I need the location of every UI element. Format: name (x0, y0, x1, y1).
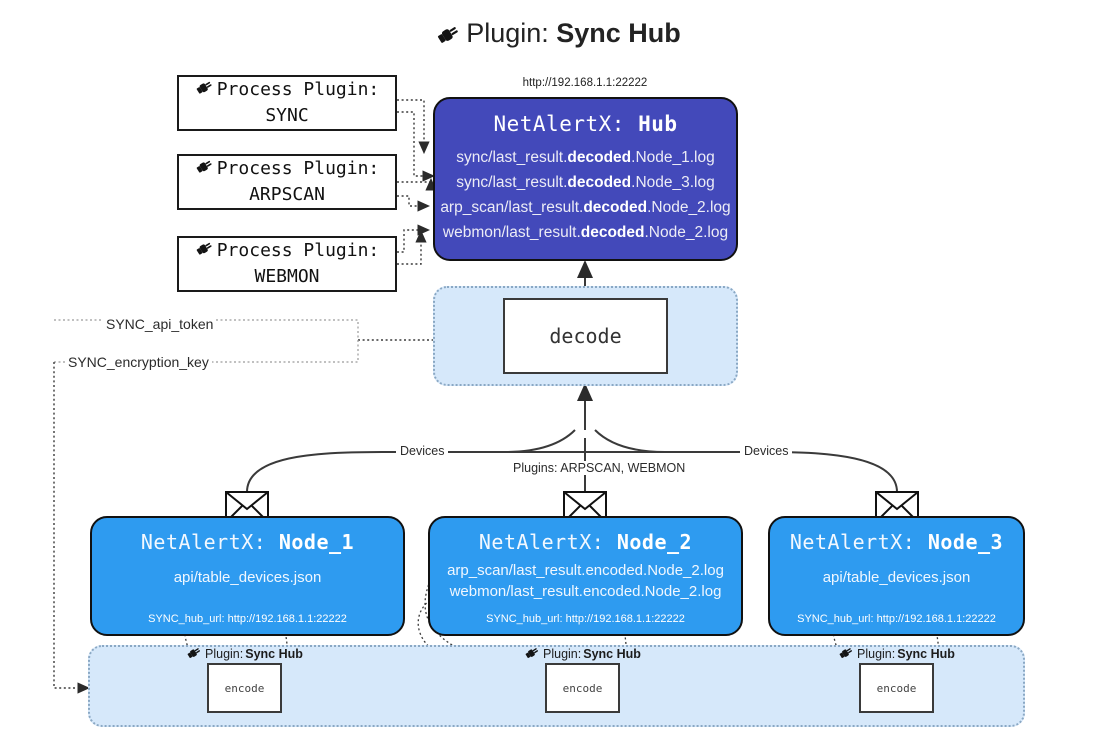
node-1-line-1: api/table_devices.json (173, 569, 322, 586)
plug-icon (186, 645, 203, 663)
process-plugin-name: ARPSCAN (249, 183, 325, 205)
hub-node[interactable]: NetAlertX: Hub sync/last_result.decoded.… (433, 97, 738, 261)
process-plugin-label: Process Plugin: (216, 240, 380, 262)
encode-box-1[interactable]: encode (207, 663, 282, 713)
plug-icon (195, 157, 215, 183)
plugins-center-label: Plugins: ARPSCAN, WEBMON (509, 461, 690, 475)
plug-icon (436, 22, 462, 53)
hub-title-prefix: NetAlertX: (493, 112, 639, 136)
plug-icon (195, 239, 215, 265)
sync-encryption-key-label: SYNC_encryption_key (65, 354, 212, 370)
sync-api-token-label: SYNC_api_token (103, 316, 217, 332)
node-1-footer: SYNC_hub_url: http://192.168.1.1:22222 (148, 613, 347, 625)
hub-title: NetAlertX: Hub (493, 112, 677, 136)
encoder-3-caption: Plugin: Sync Hub (838, 645, 955, 663)
encode-label: encode (562, 681, 603, 695)
encoder-1-caption: Plugin: Sync Hub (186, 645, 303, 663)
hub-log-2: sync/last_result.decoded.Node_3.log (456, 174, 715, 192)
node-1-title: NetAlertX: Node_1 (140, 530, 355, 554)
process-plugin-name: WEBMON (254, 265, 320, 287)
encode-box-2[interactable]: encode (545, 663, 620, 713)
decode-box[interactable]: decode (503, 298, 668, 374)
process-plugin-webmon[interactable]: Process Plugin: WEBMON (177, 236, 397, 292)
process-plugin-label: Process Plugin: (216, 79, 380, 101)
devices-left-label: Devices (396, 444, 449, 458)
hub-url-label: http://192.168.1.1:22222 (522, 77, 648, 89)
process-plugin-label: Process Plugin: (216, 158, 380, 180)
devices-right-label: Devices (740, 444, 793, 458)
node-2-title: NetAlertX: Node_2 (478, 530, 693, 554)
node-2-line-2: webmon/last_result.encoded.Node_2.log (449, 583, 722, 600)
page-title-prefix: Plugin: (466, 18, 557, 48)
node-3[interactable]: NetAlertX: Node_3 api/table_devices.json… (768, 516, 1025, 636)
process-plugin-sync[interactable]: Process Plugin: SYNC (177, 75, 397, 131)
page-title: Plugin: Sync Hub (0, 18, 1117, 53)
decode-label: decode (549, 324, 622, 348)
page-title-name: Sync Hub (556, 18, 681, 48)
process-plugin-arpscan[interactable]: Process Plugin: ARPSCAN (177, 154, 397, 210)
node-3-footer: SYNC_hub_url: http://192.168.1.1:22222 (797, 613, 996, 625)
encode-label: encode (876, 681, 917, 695)
plug-icon (524, 645, 541, 663)
node-3-line-1: api/table_devices.json (822, 569, 971, 586)
plug-icon (838, 645, 855, 663)
encode-box-3[interactable]: encode (859, 663, 934, 713)
node-2-footer: SYNC_hub_url: http://192.168.1.1:22222 (486, 613, 685, 625)
node-2-line-1: arp_scan/last_result.encoded.Node_2.log (447, 562, 724, 579)
hub-title-name: Hub (638, 112, 678, 136)
encode-label: encode (224, 681, 265, 695)
node-1[interactable]: NetAlertX: Node_1 api/table_devices.json… (90, 516, 405, 636)
encoder-2-caption: Plugin: Sync Hub (524, 645, 641, 663)
plug-icon (195, 78, 215, 104)
process-plugin-name: SYNC (265, 104, 309, 126)
hub-log-1: sync/last_result.decoded.Node_1.log (456, 149, 715, 166)
hub-log-4: webmon/last_result.decoded.Node_2.log (442, 224, 729, 242)
node-2[interactable]: NetAlertX: Node_2 arp_scan/last_result.e… (428, 516, 743, 636)
hub-log-3: arp_scan/last_result.decoded.Node_2.log (440, 199, 731, 217)
node-3-title: NetAlertX: Node_3 (789, 530, 1004, 554)
